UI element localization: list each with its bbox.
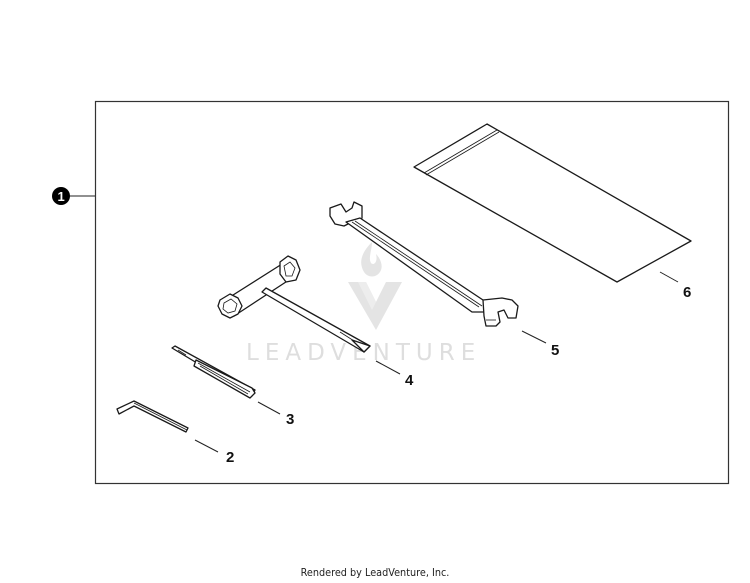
callout-5[interactable]: 5 xyxy=(551,342,559,359)
watermark-v-logo-icon xyxy=(348,282,402,330)
assembly-frame xyxy=(94,100,730,485)
callout-1-badge[interactable]: 1 xyxy=(52,187,95,205)
callout-2[interactable]: 2 xyxy=(226,449,234,466)
watermark-flame-icon xyxy=(361,242,382,277)
part-6-tool-bag[interactable]: 6 xyxy=(413,123,692,301)
callout-3[interactable]: 3 xyxy=(286,411,294,428)
callout-1-circle xyxy=(52,187,70,205)
callout-1-label: 1 xyxy=(58,189,65,204)
part-2-hex-key[interactable]: 2 xyxy=(116,400,234,466)
callout-6[interactable]: 6 xyxy=(683,284,691,301)
part-4-socket-wrench[interactable]: 4 xyxy=(217,255,414,389)
callout-4[interactable]: 4 xyxy=(405,372,414,389)
part-3-screwdriver[interactable]: 3 xyxy=(171,345,294,428)
part-5-wrench[interactable]: 5 xyxy=(329,201,559,359)
footer-credit: Rendered by LeadVenture, Inc. xyxy=(300,566,450,579)
